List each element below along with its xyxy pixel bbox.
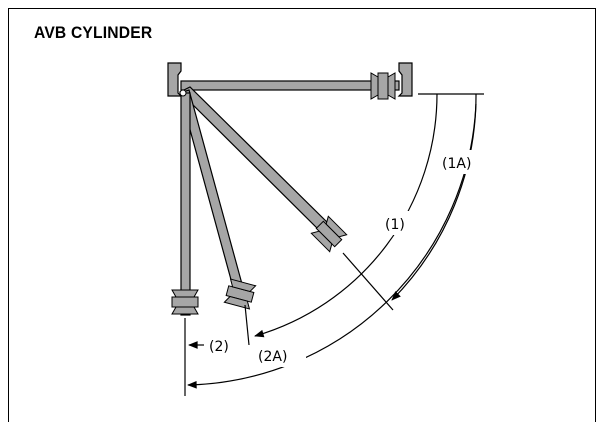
diagram-title: AVB CYLINDER: [34, 23, 153, 42]
label-1: (1): [385, 217, 405, 233]
left-end-bracket: [167, 62, 183, 97]
top-bar: [167, 62, 413, 100]
vertical-wingnut-icon: [171, 289, 199, 315]
arm-diagonal: [178, 86, 348, 253]
pivot-icon: [179, 89, 187, 97]
top-arm: [180, 80, 400, 91]
right-end-bracket: [397, 62, 413, 97]
label-2a: (2A): [258, 349, 287, 365]
label-2: (2): [209, 339, 229, 355]
top-wingnut-icon: [370, 72, 396, 100]
reference-lines: [184, 93, 484, 396]
label-1a: (1A): [442, 156, 471, 172]
middle-wingnut-icon: [223, 278, 257, 310]
arm-middle: [179, 89, 257, 310]
